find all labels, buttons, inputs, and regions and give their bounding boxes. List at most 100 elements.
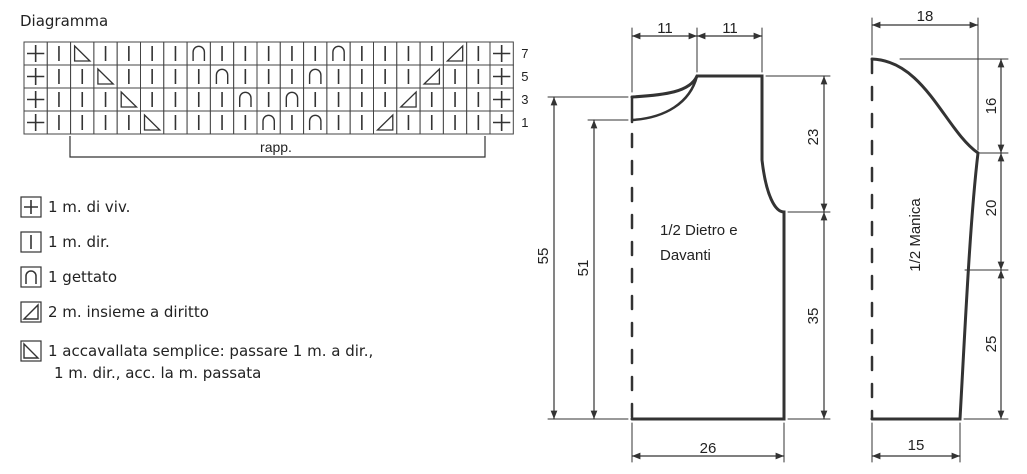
chart-cell-k bbox=[163, 41, 188, 66]
dim-width-label: 26 bbox=[700, 440, 717, 457]
chart-cell-k bbox=[373, 87, 398, 112]
chart-cell-k bbox=[466, 41, 491, 66]
chart-cell-k bbox=[326, 64, 351, 89]
chart-cell-k bbox=[419, 87, 444, 112]
chart-cell-k bbox=[349, 110, 375, 135]
chart-cell-ssk bbox=[70, 41, 95, 66]
chart-cell-k bbox=[349, 64, 375, 89]
chart-cell-ssk bbox=[93, 64, 118, 89]
chart-cell-k bbox=[279, 41, 305, 66]
chart-cell-yo bbox=[326, 41, 351, 66]
chart-cell-k2tog bbox=[373, 110, 398, 135]
chart-cell-yo bbox=[303, 64, 328, 89]
chart-cell-k bbox=[466, 64, 491, 89]
chart-cell-k bbox=[396, 110, 421, 135]
chart-cell-k bbox=[373, 41, 398, 66]
dim-total-height-label: 55 bbox=[535, 248, 552, 265]
chart-cell-k bbox=[279, 110, 305, 135]
dim-lower-label: 25 bbox=[983, 336, 1000, 353]
chart-cell-edge bbox=[23, 64, 48, 89]
chart-row-number: 7 bbox=[521, 46, 528, 61]
sleeve-label: 1/2 Manica bbox=[907, 198, 924, 272]
chart-row-number: 3 bbox=[521, 92, 528, 107]
chart-cell-k bbox=[186, 64, 211, 89]
sleeve-piece bbox=[870, 57, 980, 421]
chart-cell-k bbox=[256, 41, 281, 66]
chart-cell-edge bbox=[489, 110, 514, 135]
chart-cell-k bbox=[419, 110, 444, 135]
chart-cell-k bbox=[419, 41, 444, 66]
back-front-label-line1: 1/2 Dietro e bbox=[660, 222, 738, 239]
chart-cell-ssk bbox=[140, 110, 165, 135]
chart-cell-k bbox=[256, 87, 281, 112]
legend-item-k2tog: 2 m. insieme a diritto bbox=[20, 301, 209, 323]
chart-cell-k bbox=[186, 87, 211, 112]
chart-cell-k bbox=[93, 110, 118, 135]
chart-cell-edge bbox=[489, 87, 514, 112]
chart-cell-k bbox=[140, 41, 165, 66]
chart-cell-k bbox=[116, 64, 141, 89]
chart-cell-edge bbox=[23, 87, 48, 112]
dim-cap-label: 16 bbox=[983, 98, 1000, 115]
chart-cell-k bbox=[396, 41, 421, 66]
repeat-bracket bbox=[69, 136, 486, 158]
chart-cell-k bbox=[70, 87, 95, 112]
chart-grid bbox=[23, 41, 514, 135]
chart-cell-yo bbox=[233, 87, 258, 112]
chart-cell-k bbox=[256, 64, 281, 89]
front-neckline bbox=[630, 74, 699, 122]
chart-cell-k bbox=[209, 110, 235, 135]
chart-cell-k bbox=[209, 41, 235, 66]
dim-cuff-label: 15 bbox=[908, 437, 925, 454]
chart-cell-k bbox=[466, 110, 491, 135]
chart-cell-k2tog bbox=[396, 87, 421, 112]
legend-label: 1 accavallata semplice: passare 1 m. a d… bbox=[48, 342, 374, 360]
chart-cell-k bbox=[279, 64, 305, 89]
chart-cell-k bbox=[93, 41, 118, 66]
sleeve-outline bbox=[870, 57, 980, 421]
chart-cell-k bbox=[116, 110, 141, 135]
legend-item-knit: 1 m. dir. bbox=[20, 231, 110, 253]
chart-cell-k bbox=[303, 41, 328, 66]
dim-armhole-label: 23 bbox=[805, 129, 822, 146]
legend-item-yarn-over: 1 gettato bbox=[20, 266, 117, 288]
chart-cell-edge bbox=[489, 41, 514, 66]
chart-cell-k bbox=[46, 110, 72, 135]
yarn-over-icon bbox=[20, 266, 42, 288]
dim-side-label: 35 bbox=[805, 308, 822, 325]
chart-cell-k bbox=[442, 87, 468, 112]
legend-label-continued: 1 m. dir., acc. la m. passata bbox=[54, 364, 262, 382]
chart-cell-k bbox=[233, 64, 258, 89]
chart-cell-k bbox=[70, 110, 95, 135]
repeat-label: rapp. bbox=[260, 139, 292, 155]
legend-item-edge: 1 m. di viv. bbox=[20, 196, 130, 218]
back-front-label-line2: Davanti bbox=[660, 247, 711, 264]
chart-cell-k bbox=[233, 110, 258, 135]
dim-neck-label: 11 bbox=[657, 20, 673, 37]
chart-cell-k bbox=[163, 87, 188, 112]
dim-side-height-label: 51 bbox=[575, 260, 592, 277]
chart-cell-yo bbox=[303, 110, 328, 135]
chart-cell-k bbox=[140, 64, 165, 89]
body-outline bbox=[630, 74, 786, 421]
chart-cell-yo bbox=[186, 41, 211, 66]
chart-cell-edge bbox=[489, 64, 514, 89]
dim-shoulder-label: 11 bbox=[722, 20, 738, 37]
chart-cell-k bbox=[46, 64, 72, 89]
chart-cell-ssk bbox=[116, 87, 141, 112]
chart-cell-k bbox=[186, 110, 211, 135]
ssk-icon bbox=[20, 340, 42, 362]
chart-cell-yo bbox=[256, 110, 281, 135]
chart-cell-edge bbox=[23, 110, 48, 135]
chart-cell-k bbox=[46, 41, 72, 66]
chart-cell-k bbox=[466, 87, 491, 112]
chart-cell-k bbox=[303, 87, 328, 112]
dim-upper-label: 20 bbox=[983, 200, 1000, 217]
chart-cell-k2tog bbox=[419, 64, 444, 89]
k2tog-icon bbox=[20, 301, 42, 323]
chart-cell-k bbox=[209, 87, 235, 112]
chart-cell-yo bbox=[209, 64, 235, 89]
legend-label: 1 m. di viv. bbox=[48, 198, 131, 216]
